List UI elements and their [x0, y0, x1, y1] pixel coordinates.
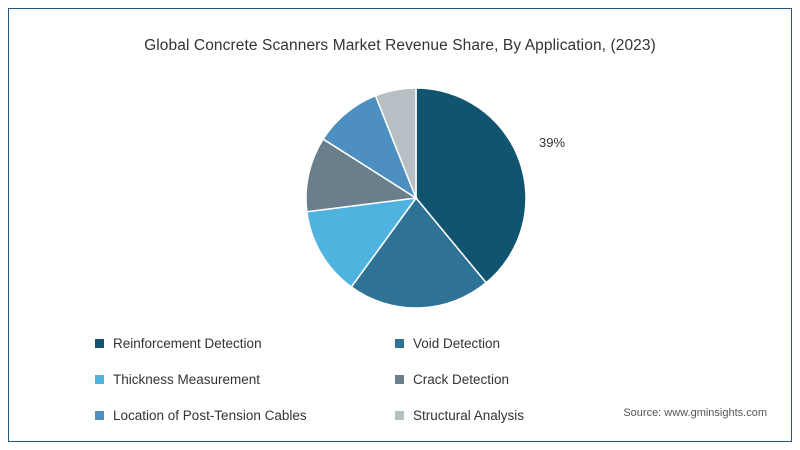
pie-slice[interactable] [415, 87, 527, 284]
legend-item-structural-analysis[interactable]: Structural Analysis [395, 408, 655, 423]
pie-chart [305, 87, 527, 309]
page-title: Global Concrete Scanners Market Revenue … [144, 37, 656, 54]
legend-swatch-icon [95, 374, 104, 384]
chart-card: Global Concrete Scanners Market Revenue … [8, 8, 792, 442]
pie-slice[interactable] [350, 196, 488, 309]
legend-swatch-icon [95, 338, 104, 348]
legend-swatch-icon [395, 410, 404, 420]
legend-item-label: Thickness Measurement [113, 371, 261, 387]
chart-legend: Reinforcement Detection Void Detection T… [95, 325, 655, 433]
legend-item-label: Location of Post-Tension Cables [113, 407, 307, 423]
pie-slice[interactable] [305, 138, 419, 213]
legend-swatch-icon [95, 410, 104, 420]
legend-swatch-icon [395, 338, 404, 348]
legend-item-crack-detection[interactable]: Crack Detection [395, 372, 655, 387]
legend-item-label: Structural Analysis [413, 407, 525, 423]
legend-swatch-icon [395, 374, 404, 384]
slice-percent-label: 39% [539, 135, 566, 150]
legend-item-label: Reinforcement Detection [113, 335, 262, 351]
legend-item-reinforcement-detection[interactable]: Reinforcement Detection [95, 336, 395, 351]
pie-chart-svg [305, 87, 527, 309]
pie-slice[interactable] [306, 197, 418, 289]
legend-item-location-of-post-tension-cables[interactable]: Location of Post-Tension Cables [95, 408, 395, 423]
pie-slice[interactable] [374, 87, 417, 199]
legend-item-void-detection[interactable]: Void Detection [395, 336, 655, 351]
legend-item-thickness-measurement[interactable]: Thickness Measurement [95, 372, 395, 387]
source-attribution: Source: www.gminsights.com [623, 407, 767, 419]
legend-item-label: Void Detection [413, 335, 501, 351]
legend-item-label: Crack Detection [413, 371, 510, 387]
